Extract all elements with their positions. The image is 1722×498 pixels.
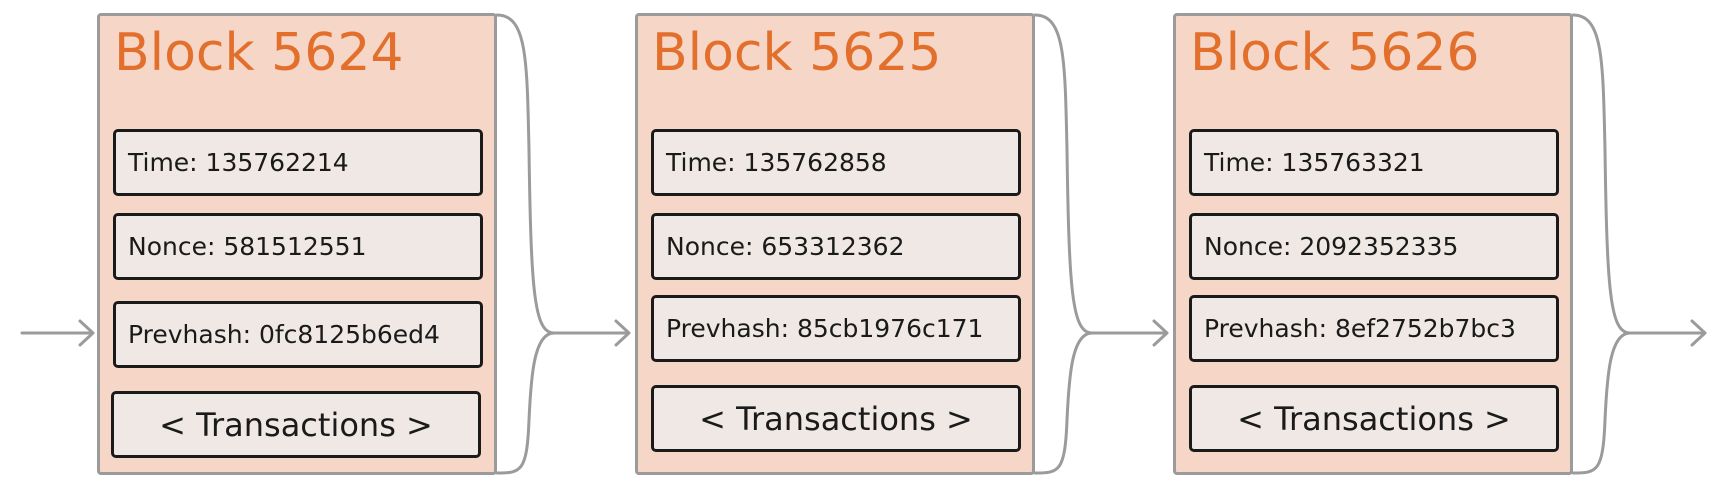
block-5625: Block 5625 Time: 135762858 Nonce: 653312… — [635, 13, 1035, 475]
brace-connector-3 — [1571, 13, 1707, 475]
prevhash-field: Prevhash: 85cb1976c171 — [651, 295, 1021, 362]
nonce-field: Nonce: 2092352335 — [1189, 213, 1559, 280]
block-5624: Block 5624 Time: 135762214 Nonce: 581512… — [97, 13, 497, 475]
prevhash-field: Prevhash: 8ef2752b7bc3 — [1189, 295, 1559, 362]
prevhash-field: Prevhash: 0fc8125b6ed4 — [113, 301, 483, 368]
transactions-field: < Transactions > — [111, 391, 481, 458]
block-title: Block 5626 — [1190, 23, 1480, 83]
transactions-field: < Transactions > — [1189, 385, 1559, 452]
nonce-field: Nonce: 581512551 — [113, 213, 483, 280]
time-field: Time: 135762858 — [651, 129, 1021, 196]
nonce-field: Nonce: 653312362 — [651, 213, 1021, 280]
incoming-arrow — [20, 319, 95, 347]
brace-connector-2 — [1033, 13, 1169, 475]
block-title: Block 5625 — [652, 23, 942, 83]
time-field: Time: 135762214 — [113, 129, 483, 196]
block-title: Block 5624 — [114, 23, 404, 83]
transactions-field: < Transactions > — [651, 385, 1021, 452]
block-5626: Block 5626 Time: 135763321 Nonce: 209235… — [1173, 13, 1573, 475]
time-field: Time: 135763321 — [1189, 129, 1559, 196]
brace-connector-1 — [495, 13, 631, 475]
